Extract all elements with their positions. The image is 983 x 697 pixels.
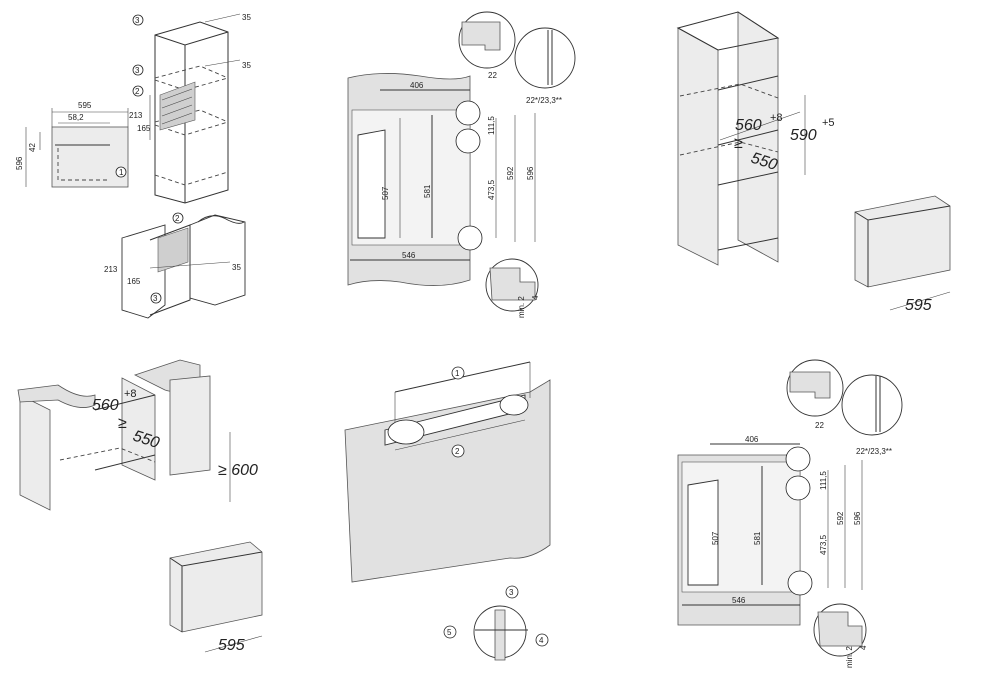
svg-text:min. 2: min. 2 xyxy=(845,646,854,668)
panel-section-top: 406 507 581 473,5 111,5 592 596 546 22 2… xyxy=(347,11,576,318)
svg-text:4: 4 xyxy=(539,636,544,645)
svg-text:507: 507 xyxy=(381,186,390,200)
panel-section-bottom: 406 507 581 111,5 473,5 592 596 546 22 2… xyxy=(677,359,903,668)
svg-text:2: 2 xyxy=(135,87,140,96)
svg-text:2: 2 xyxy=(455,447,460,456)
dim-560: 560 xyxy=(735,117,762,134)
dim-596: 596 xyxy=(15,156,24,170)
svg-text:4: 4 xyxy=(859,645,868,650)
svg-text:111,5: 111,5 xyxy=(487,116,496,135)
oven-front-view xyxy=(51,126,129,188)
panel-handle: 1 2 3 4 5 xyxy=(344,361,551,661)
svg-text:3: 3 xyxy=(135,16,140,25)
svg-text:595: 595 xyxy=(905,297,932,314)
dim-595: 595 xyxy=(78,101,92,110)
svg-text:+5: +5 xyxy=(822,117,835,129)
svg-text:≥: ≥ xyxy=(734,135,743,152)
svg-text:3: 3 xyxy=(153,294,158,303)
svg-text:22*/23,3**: 22*/23,3** xyxy=(526,96,562,105)
panel-niche-under: 560 +8 ≥ 550 ≥ 600 595 xyxy=(17,359,263,654)
svg-text:165: 165 xyxy=(127,277,141,286)
svg-text:406: 406 xyxy=(410,81,424,90)
svg-text:3: 3 xyxy=(135,66,140,75)
svg-text:473,5: 473,5 xyxy=(487,179,496,200)
svg-text:1: 1 xyxy=(455,369,460,378)
svg-text:+8: +8 xyxy=(124,388,137,400)
svg-text:546: 546 xyxy=(402,251,416,260)
svg-text:595: 595 xyxy=(218,637,245,654)
dim-165: 165 xyxy=(137,124,151,133)
svg-text:596: 596 xyxy=(526,166,535,180)
callout-1: 1 xyxy=(119,168,124,177)
panel-niche-tall: 560 +8 ≥ 550 590 +5 595 xyxy=(676,11,951,314)
svg-text:22: 22 xyxy=(488,71,497,80)
svg-text:≥: ≥ xyxy=(118,415,127,432)
svg-text:213: 213 xyxy=(104,265,118,274)
svg-text:592: 592 xyxy=(506,166,515,180)
svg-text:min. 2: min. 2 xyxy=(517,296,526,318)
svg-text:22*/23,3**: 22*/23,3** xyxy=(856,447,892,456)
svg-text:4: 4 xyxy=(531,295,540,300)
dim-42: 42 xyxy=(28,143,37,152)
svg-text:3: 3 xyxy=(509,588,514,597)
svg-text:5: 5 xyxy=(447,628,452,637)
svg-text:+8: +8 xyxy=(770,112,783,124)
svg-text:2: 2 xyxy=(175,214,180,223)
svg-text:560: 560 xyxy=(92,397,119,414)
svg-text:590: 590 xyxy=(790,127,817,144)
svg-text:111,5: 111,5 xyxy=(819,471,828,490)
svg-text:596: 596 xyxy=(853,511,862,525)
svg-text:22: 22 xyxy=(815,421,824,430)
svg-text:35: 35 xyxy=(232,263,241,272)
svg-text:507: 507 xyxy=(711,531,720,545)
panel-tall-cabinet: 595 58,2 42 596 1 35 35 213 165 3 3 2 xyxy=(15,13,251,319)
dim-213: 213 xyxy=(129,111,143,120)
svg-text:581: 581 xyxy=(423,184,432,198)
svg-text:546: 546 xyxy=(732,596,746,605)
svg-text:592: 592 xyxy=(836,511,845,525)
svg-text:473,5: 473,5 xyxy=(819,534,828,555)
dim-58-2: 58,2 xyxy=(68,113,84,122)
svg-text:≥ 600: ≥ 600 xyxy=(218,462,258,479)
svg-text:406: 406 xyxy=(745,435,759,444)
svg-text:581: 581 xyxy=(753,531,762,545)
dim-35-mid: 35 xyxy=(242,61,251,70)
dim-35-top: 35 xyxy=(242,13,251,22)
